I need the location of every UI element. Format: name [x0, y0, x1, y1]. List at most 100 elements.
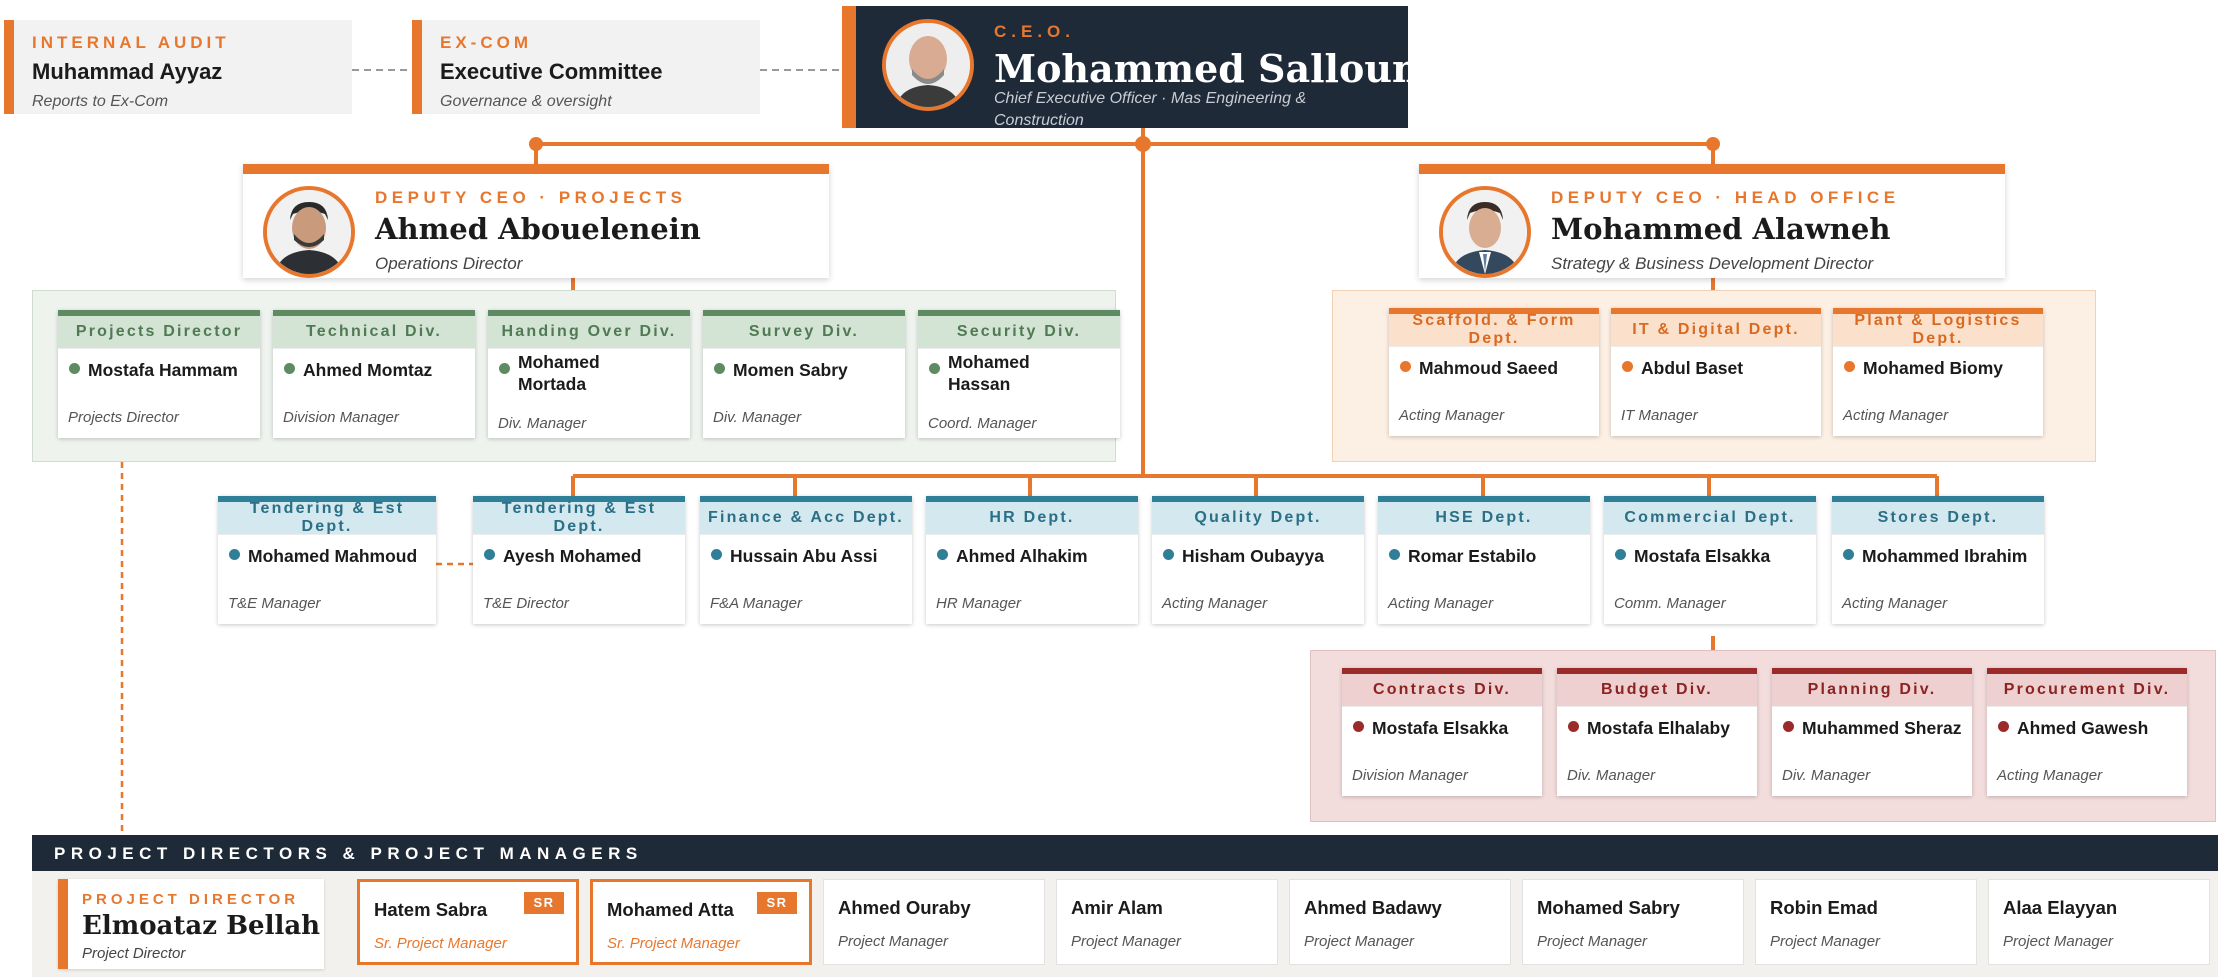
project-manager-card[interactable]: Alaa Elayyan Project Manager: [1988, 879, 2210, 965]
dept-card[interactable]: Quality Dept. Hisham Oubayya Acting Mana…: [1152, 496, 1364, 624]
status-dot-icon: [484, 549, 495, 560]
dept-card-header: Plant & Logistics Dept.: [1833, 308, 2043, 347]
dept-head-name: Hussain Abu Assi: [730, 546, 878, 566]
status-dot-icon: [1568, 721, 1579, 732]
deputy-projects-title: Operations Director: [375, 254, 523, 273]
dept-card[interactable]: Commercial Dept. Mostafa Elsakka Comm. M…: [1604, 496, 1816, 624]
dept-card[interactable]: Projects Director Mostafa Hammam Project…: [58, 310, 260, 438]
dept-card-header: Security Div.: [918, 310, 1120, 348]
project-manager-title: Project Manager: [1770, 933, 1881, 950]
status-dot-icon: [1353, 721, 1364, 732]
dept-card-header: IT & Digital Dept.: [1611, 308, 1821, 346]
dept-card[interactable]: HR Dept. Ahmed Alhakim HR Manager: [926, 496, 1138, 624]
dept-card-header: Finance & Acc Dept.: [700, 496, 912, 534]
status-dot-icon: [69, 363, 80, 374]
project-manager-title: Sr. Project Manager: [374, 935, 507, 952]
dept-card[interactable]: Survey Div. Momen Sabry Div. Manager: [703, 310, 905, 438]
dept-head-name: Ahmed Momtaz: [303, 360, 433, 380]
senior-badge: SR: [524, 892, 564, 914]
dept-card[interactable]: Technical Div. Ahmed Momtaz Division Man…: [273, 310, 475, 438]
project-manager-name: Ahmed Ouraby: [838, 897, 971, 918]
dept-card-header: Tendering & Est Dept.: [218, 496, 436, 535]
deputy-projects-avatar: [263, 186, 355, 278]
ceo-box[interactable]: C.E.O. Mohammed Salloum Chief Executive …: [842, 6, 1432, 129]
dept-head-name: Mahmoud Saeed: [1419, 358, 1559, 378]
dept-card[interactable]: Budget Div. Mostafa Elhalaby Div. Manage…: [1557, 668, 1757, 796]
senior-badge: SR: [757, 892, 797, 914]
dept-head-title: Div. Manager: [1567, 767, 1656, 784]
project-director-box[interactable]: PROJECT DIRECTOR Elmoataz Bellah Project…: [58, 879, 324, 969]
deputy-head-office-box[interactable]: DEPUTY CEO · HEAD OFFICE Mohammed Alawne…: [1419, 164, 2005, 278]
dept-head-name: Mohamed Mortada: [518, 352, 600, 394]
dept-card[interactable]: Procurement Div. Ahmed Gawesh Acting Man…: [1987, 668, 2187, 796]
dept-head-name: Mostafa Elsakka: [1372, 718, 1509, 738]
project-manager-name: Ahmed Badawy: [1304, 897, 1442, 918]
dept-head-title: IT Manager: [1621, 407, 1698, 424]
deputy-head-office-name: Mohammed Alawneh: [1551, 212, 1891, 246]
dept-card[interactable]: Plant & Logistics Dept. Mohamed Biomy Ac…: [1833, 308, 2043, 436]
dept-head-name: Mohamed Hassan: [948, 352, 1030, 394]
excom-note: Governance & oversight: [440, 93, 612, 110]
project-director-name: Elmoataz Bellah: [82, 911, 321, 941]
project-manager-name: Robin Emad: [1770, 897, 1878, 918]
dept-card[interactable]: Contracts Div. Mostafa Elsakka Division …: [1342, 668, 1542, 796]
internal-audit-box[interactable]: INTERNAL AUDIT Muhammad Ayyaz Reports to…: [4, 20, 352, 114]
dept-card[interactable]: Finance & Acc Dept. Hussain Abu Assi F&A…: [700, 496, 912, 624]
project-manager-card[interactable]: Robin Emad Project Manager: [1755, 879, 1977, 965]
dept-head-title: Comm. Manager: [1614, 595, 1726, 612]
deputy-head-office-role: DEPUTY CEO · HEAD OFFICE: [1551, 188, 1900, 207]
project-manager-card[interactable]: Amir Alam Project Manager: [1056, 879, 1278, 965]
dept-head-name: Mostafa Elhalaby: [1587, 718, 1730, 738]
dept-card-header: HR Dept.: [926, 496, 1138, 534]
dept-card[interactable]: Stores Dept. Mohammed Ibrahim Acting Man…: [1832, 496, 2044, 624]
project-director-title: Project Director: [82, 945, 186, 962]
project-manager-card[interactable]: Ahmed Badawy Project Manager: [1289, 879, 1511, 965]
project-manager-name: Mohamed Atta: [607, 899, 734, 920]
dept-card[interactable]: Tendering & Est Dept. Ayesh Mohamed T&E …: [473, 496, 685, 624]
deputy-head-office-avatar: [1439, 186, 1531, 278]
person-photo-icon: [1443, 190, 1527, 274]
project-manager-card[interactable]: Mohamed Atta Sr. Project Manager SR: [590, 879, 812, 965]
internal-audit-role: INTERNAL AUDIT: [32, 33, 230, 52]
status-dot-icon: [1400, 361, 1411, 372]
status-dot-icon: [1783, 721, 1794, 732]
project-manager-name: Amir Alam: [1071, 897, 1163, 918]
deputy-head-office-title: Strategy & Business Development Director: [1551, 254, 1874, 273]
deputy-projects-box[interactable]: DEPUTY CEO · PROJECTS Ahmed Abouelenein …: [243, 164, 829, 278]
dept-head-name: Mohamed Biomy: [1863, 358, 2004, 378]
status-dot-icon: [284, 363, 295, 374]
person-photo-icon: [267, 190, 351, 274]
dept-card-header: Scaffold. & Form Dept.: [1389, 308, 1599, 347]
excom-box[interactable]: EX-COM Executive Committee Governance & …: [412, 20, 760, 114]
dept-card-header: Technical Div.: [273, 310, 475, 348]
dept-card[interactable]: Planning Div. Muhammed Sheraz Div. Manag…: [1772, 668, 1972, 796]
project-manager-name: Mohamed Sabry: [1537, 897, 1680, 918]
dept-card[interactable]: Security Div. Mohamed Hassan Coord. Mana…: [918, 310, 1120, 438]
project-manager-card[interactable]: Ahmed Ouraby Project Manager: [823, 879, 1045, 965]
dept-card-header: HSE Dept.: [1378, 496, 1590, 534]
dept-card-header: Planning Div.: [1772, 668, 1972, 706]
status-dot-icon: [229, 549, 240, 560]
project-manager-title: Project Manager: [1304, 933, 1415, 950]
dept-card[interactable]: Scaffold. & Form Dept. Mahmoud Saeed Act…: [1389, 308, 1599, 436]
dept-head-name: Ahmed Alhakim: [956, 546, 1088, 566]
dept-head-name: Romar Estabilo: [1408, 546, 1537, 566]
dept-head-title: Acting Manager: [1843, 407, 1949, 424]
project-manager-card[interactable]: Mohamed Sabry Project Manager: [1522, 879, 1744, 965]
dept-head-name: Hisham Oubayya: [1182, 546, 1324, 566]
dept-card[interactable]: IT & Digital Dept. Abdul Baset IT Manage…: [1611, 308, 1821, 436]
dept-head-name: Ahmed Gawesh: [2017, 718, 2149, 738]
dept-card-header: Quality Dept.: [1152, 496, 1364, 534]
dept-card-header: Projects Director: [58, 310, 260, 348]
project-manager-card[interactable]: Hatem Sabra Sr. Project Manager SR: [357, 879, 579, 965]
dept-card[interactable]: HSE Dept. Romar Estabilo Acting Manager: [1378, 496, 1590, 624]
dept-card[interactable]: Handing Over Div. Mohamed Mortada Div. M…: [488, 310, 690, 438]
status-dot-icon: [714, 363, 725, 374]
ceo-avatar: [882, 19, 974, 111]
dept-head-title: Acting Manager: [1388, 595, 1494, 612]
dept-head-title: Div. Manager: [713, 409, 802, 426]
dept-head-title: Coord. Manager: [928, 415, 1037, 432]
project-manager-title: Sr. Project Manager: [607, 935, 740, 952]
dept-card[interactable]: Tendering & Est Dept. Mohamed Mahmoud T&…: [218, 496, 436, 624]
dept-head-title: Acting Manager: [1162, 595, 1268, 612]
